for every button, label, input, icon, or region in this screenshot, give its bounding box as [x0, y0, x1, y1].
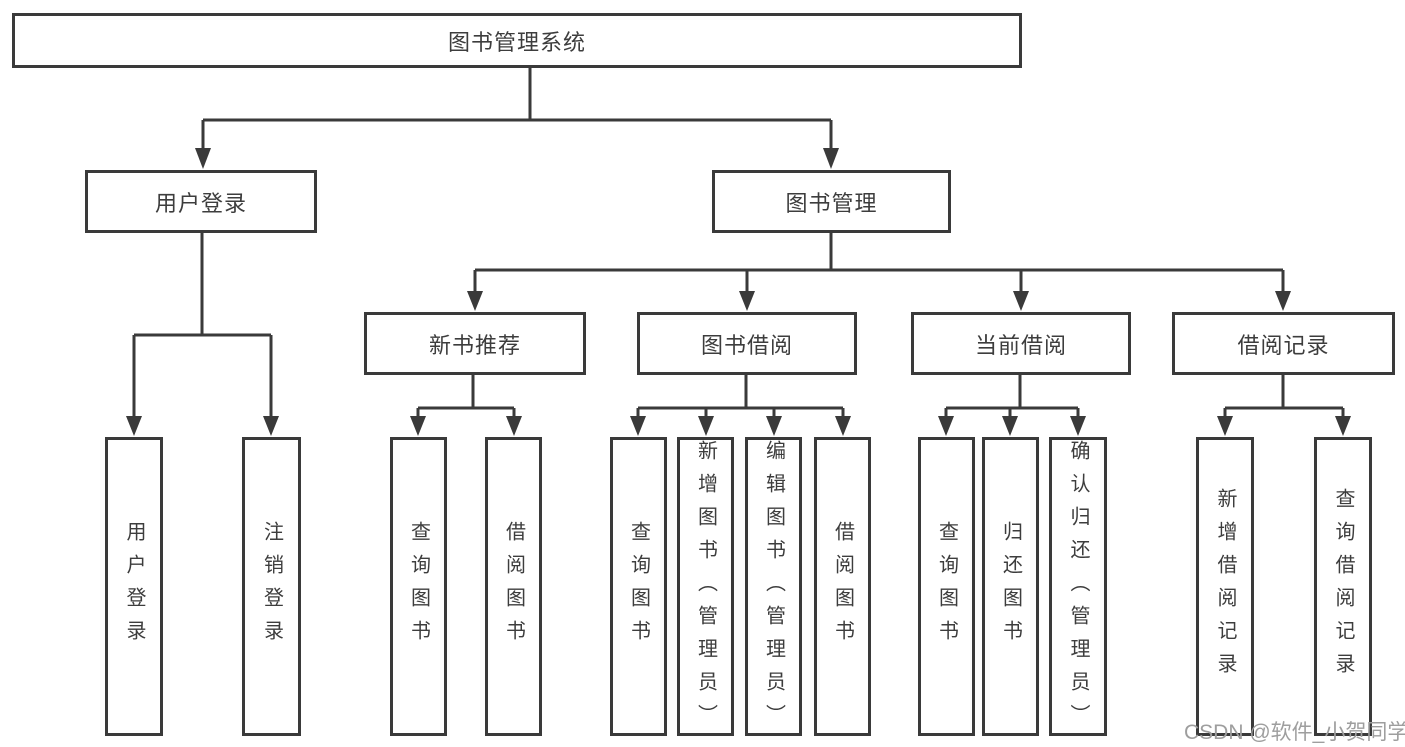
leaf-current-confirm-return-admin: 确认归还（管理员）: [1049, 437, 1107, 737]
node-book-borrowing: 图书借阅: [637, 312, 857, 375]
node-borrowing-records: 借阅记录: [1172, 312, 1395, 375]
leaf-current-return-books: 归还图书: [982, 437, 1039, 736]
leaf-logout: 注销登录: [242, 437, 301, 736]
leaf-recommend-borrow-books: 借阅图书: [485, 437, 542, 736]
leaf-user-login: 用户登录: [105, 437, 163, 736]
leaf-current-query-books: 查询图书: [918, 437, 975, 736]
leaf-records-add-record: 新增借阅记录: [1196, 437, 1254, 736]
leaf-borrowing-edit-books-admin: 编辑图书（管理员）: [745, 437, 802, 737]
node-root-system: 图书管理系统: [12, 13, 1022, 68]
leaf-recommend-query-books: 查询图书: [390, 437, 447, 736]
leaf-records-query-record: 查询借阅记录: [1314, 437, 1372, 736]
node-new-book-recommendation: 新书推荐: [364, 312, 586, 375]
leaf-borrowing-add-books-admin: 新增图书（管理员）: [677, 437, 734, 737]
node-book-management: 图书管理: [712, 170, 951, 233]
leaf-borrowing-borrow-books: 借阅图书: [814, 437, 871, 736]
connector-lines: [132, 68, 1345, 419]
arrowhead-icons: [126, 148, 1351, 436]
node-user-login: 用户登录: [85, 170, 317, 233]
leaf-borrowing-query-books: 查询图书: [610, 437, 667, 736]
csdn-watermark: CSDN @软件_小贺同学: [1184, 721, 1405, 744]
node-current-borrowing: 当前借阅: [911, 312, 1131, 375]
